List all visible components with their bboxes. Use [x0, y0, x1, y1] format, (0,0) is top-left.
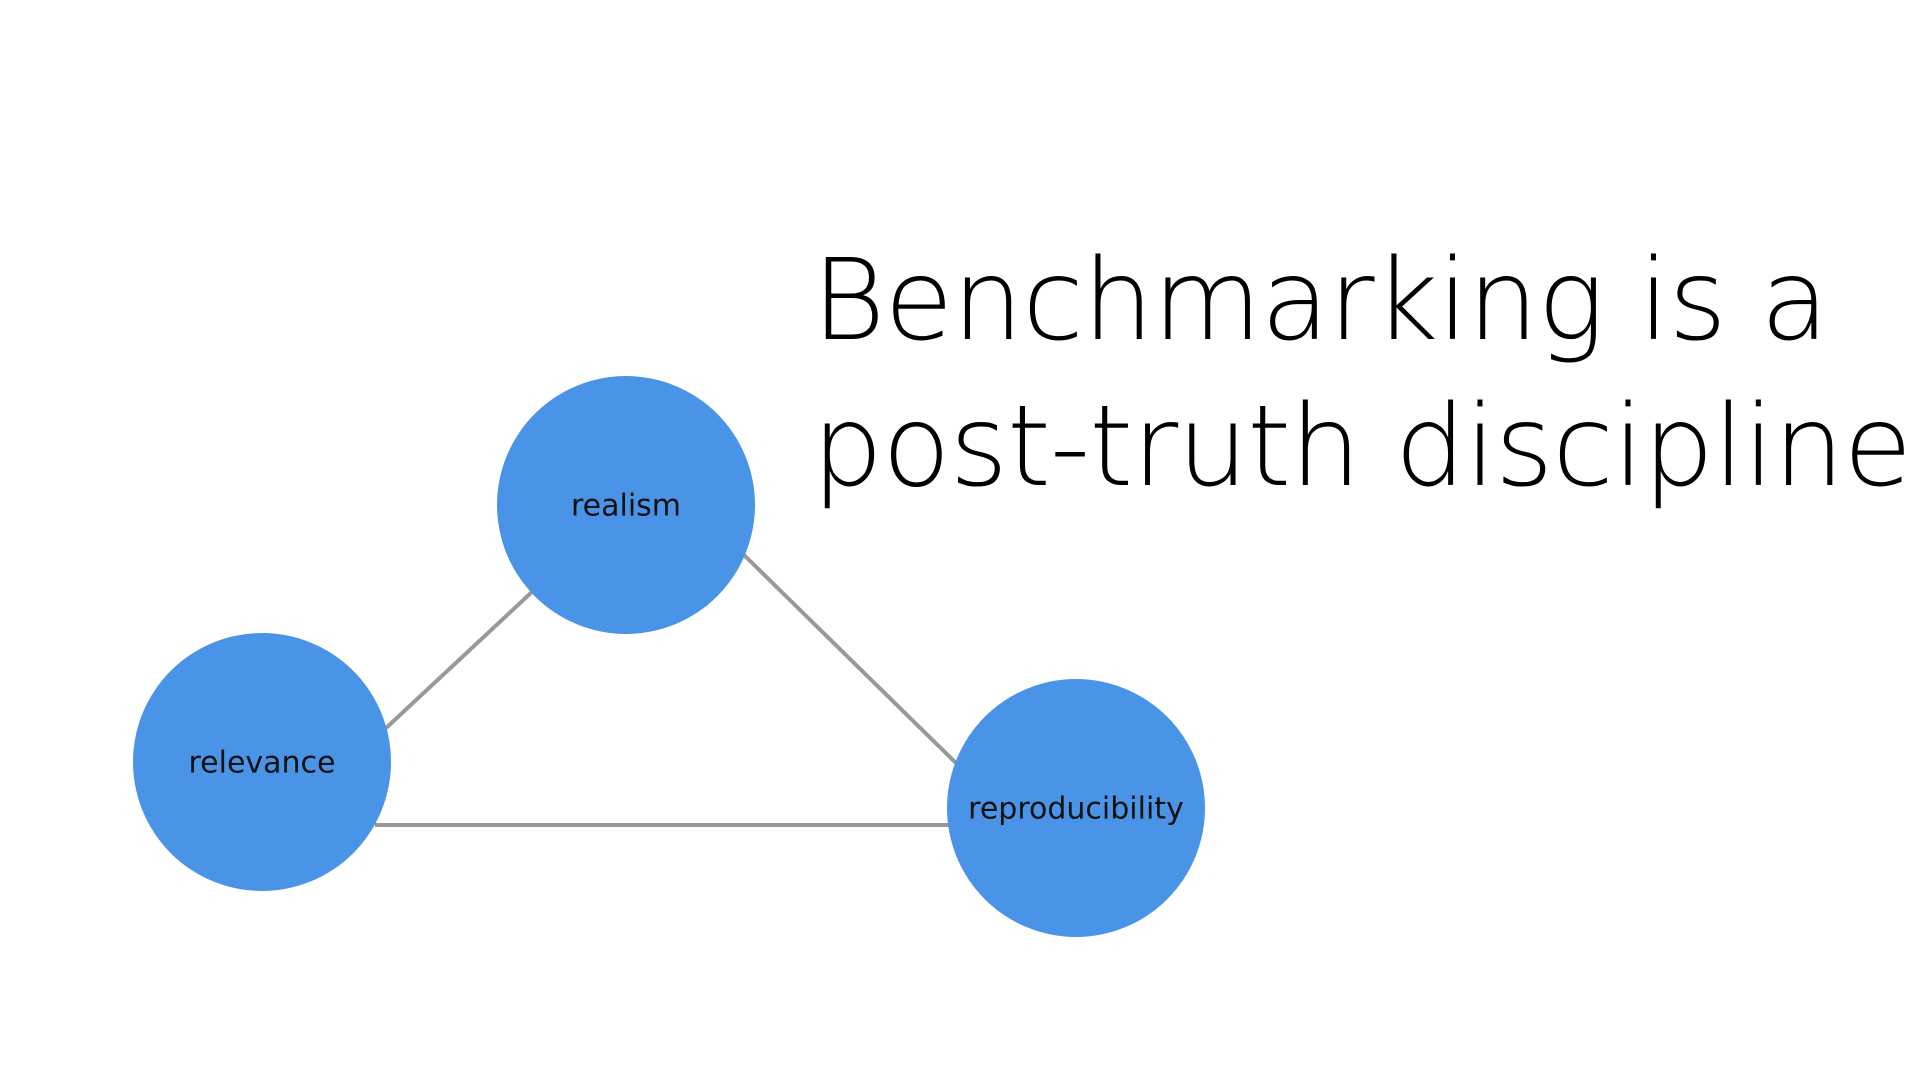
- headline-line-1: Benchmarking is a: [812, 236, 1829, 366]
- node-realism-circle: [497, 376, 755, 634]
- node-realism-label: realism: [571, 489, 681, 524]
- node-reproducibility-label: reproducibility: [968, 792, 1184, 827]
- node-relevance-circle: [133, 633, 391, 891]
- node-realism: realism: [497, 376, 755, 634]
- node-reproducibility: reproducibility: [947, 679, 1205, 937]
- edge-realism-reproducibility: [742, 553, 960, 767]
- node-relevance: relevance: [133, 633, 391, 891]
- node-reproducibility-circle: [947, 679, 1205, 937]
- edge-realism-relevance: [383, 589, 535, 731]
- node-relevance-label: relevance: [188, 746, 335, 781]
- headline: Benchmarking is a post-truth discipline.: [812, 228, 1920, 520]
- headline-line-2: post-truth discipline.: [812, 382, 1920, 512]
